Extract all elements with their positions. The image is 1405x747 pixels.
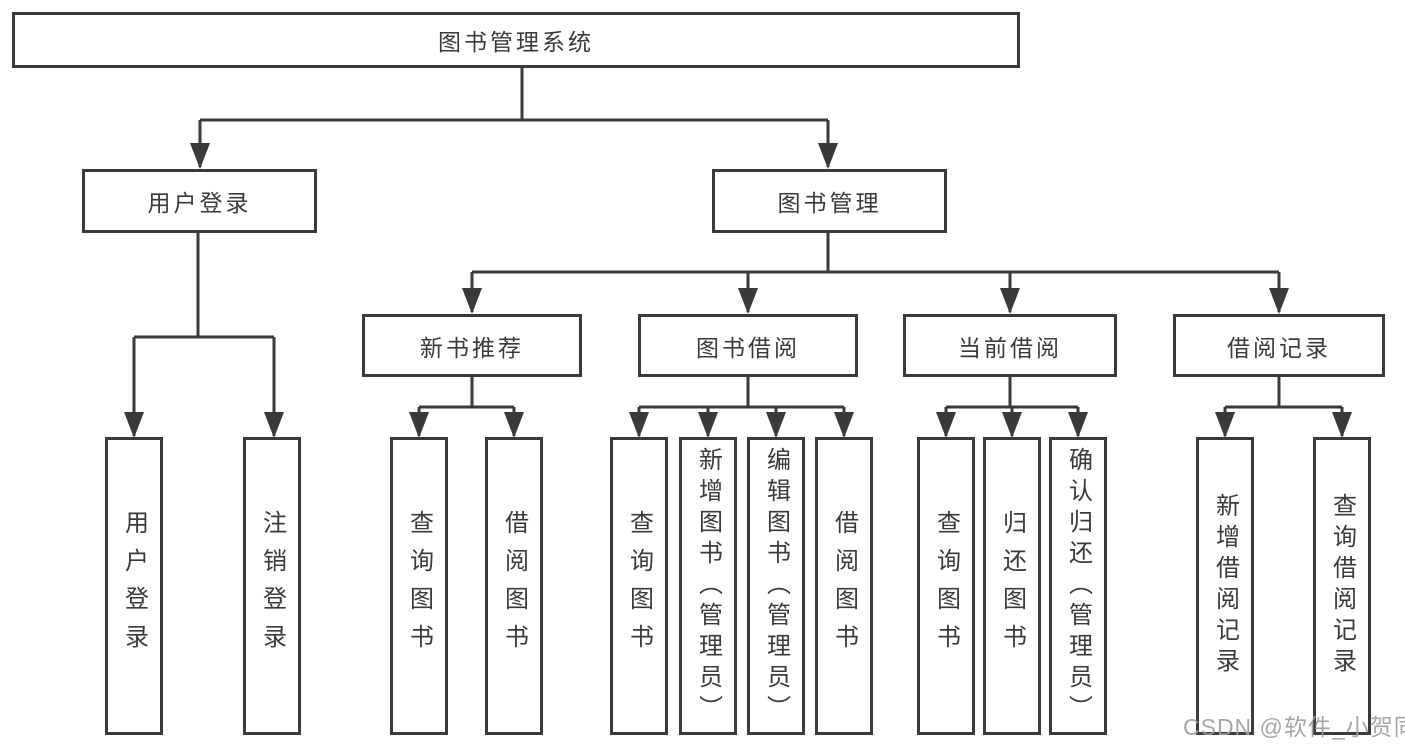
- node-user-login-leaf: 用户登录: [105, 437, 163, 735]
- node-new-book-recommend: 新书推荐: [362, 314, 582, 377]
- node-label: 借阅图书: [500, 510, 528, 662]
- node-label: 归还图书: [998, 510, 1026, 662]
- node-label: 查询图书: [405, 510, 433, 662]
- node-query-books-recommend: 查询图书: [390, 437, 448, 735]
- node-confirm-return-admin: 确认归还（管理员）: [1049, 437, 1107, 735]
- node-library-system: 图书管理系统: [12, 12, 1020, 68]
- node-label: 查询图书: [932, 510, 960, 662]
- node-query-borrow-record: 查询借阅记录: [1313, 437, 1371, 735]
- node-current-borrow: 当前借阅: [903, 314, 1117, 377]
- node-query-books-current: 查询图书: [917, 437, 975, 735]
- node-label: 注销登录: [258, 510, 286, 662]
- node-return-books: 归还图书: [983, 437, 1041, 735]
- node-label: 用户登录: [120, 510, 148, 662]
- node-label: 查询图书: [625, 510, 653, 662]
- node-logout-leaf: 注销登录: [243, 437, 301, 735]
- node-label: 查询借阅记录: [1328, 493, 1356, 679]
- node-label: 新增借阅记录: [1211, 493, 1239, 679]
- node-book-borrow: 图书借阅: [638, 314, 858, 377]
- node-label: 编辑图书（管理员）: [762, 446, 790, 726]
- node-add-book-admin: 新增图书（管理员）: [679, 437, 737, 735]
- node-borrow-books-leaf: 借阅图书: [815, 437, 873, 735]
- node-label: 新增图书（管理员）: [694, 446, 722, 726]
- node-label: 借阅图书: [830, 510, 858, 662]
- node-add-borrow-record: 新增借阅记录: [1196, 437, 1254, 735]
- node-user-login: 用户登录: [82, 169, 317, 233]
- node-edit-book-admin: 编辑图书（管理员）: [747, 437, 805, 735]
- node-borrow-books-recommend: 借阅图书: [485, 437, 543, 735]
- node-query-books-borrow: 查询图书: [610, 437, 668, 735]
- node-borrow-records: 借阅记录: [1173, 314, 1385, 377]
- node-label: 确认归还（管理员）: [1064, 446, 1092, 726]
- node-book-management: 图书管理: [712, 169, 947, 233]
- csdn-watermark: CSDN @软件_小贺同学: [1183, 714, 1405, 740]
